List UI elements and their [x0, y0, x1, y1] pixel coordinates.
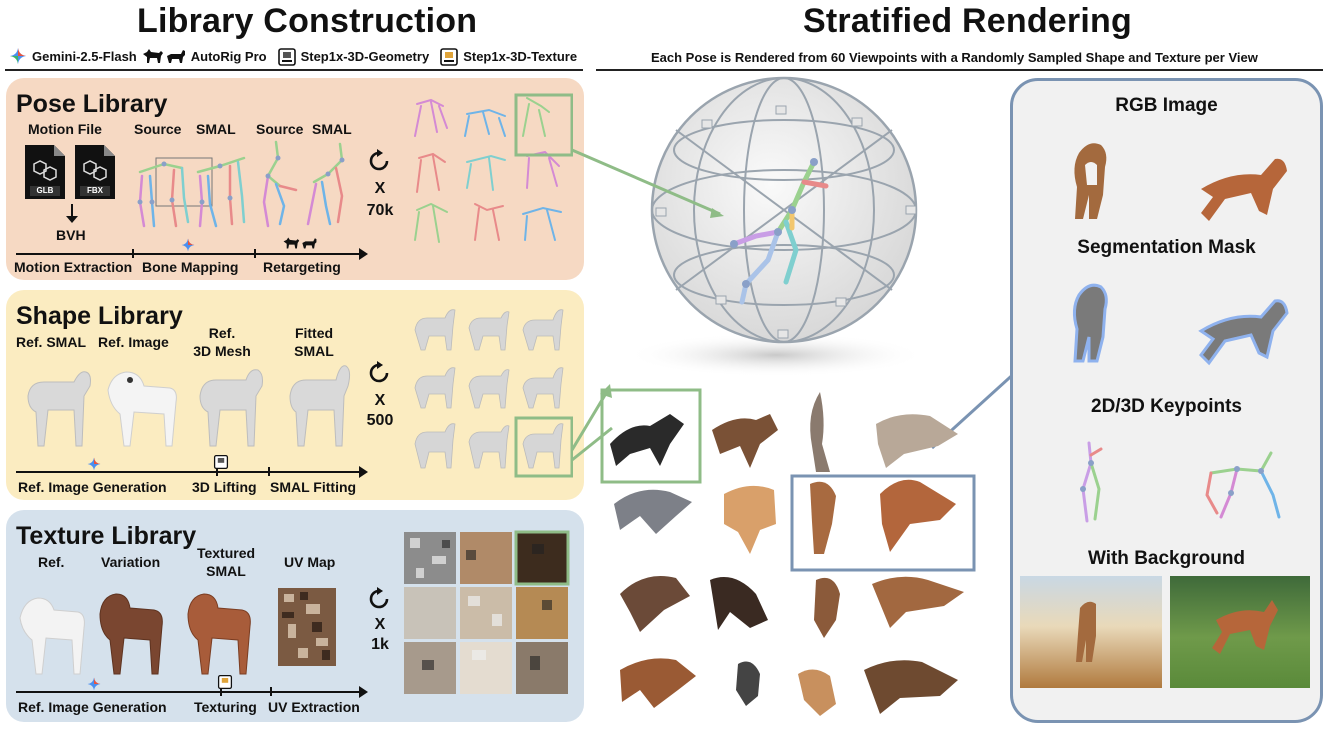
smal-label-2: SMAL [312, 121, 352, 137]
uv-map-label: UV Map [284, 554, 336, 570]
textured-smal-label: Textured SMAL [196, 545, 256, 579]
texture-count: 1k [371, 636, 389, 653]
repeat-icon [366, 360, 392, 386]
shape-count-x: X [374, 392, 386, 409]
step-motion-extraction: Motion Extraction [14, 259, 133, 275]
render-output-panel: RGB Image Segmentation Mask 2D/3D Keypoi… [1010, 78, 1323, 723]
rgb-image-title: RGB Image [1115, 95, 1218, 116]
step-ref-image-generation: Ref. Image Generation [18, 479, 167, 495]
shape-thumbnail-grid [409, 304, 573, 480]
legend-autorig: AutoRig Pro [190, 48, 267, 64]
texture-dogs-row [16, 584, 356, 676]
glb-file-icon: GLB [22, 142, 68, 202]
uv-highlight-box [514, 530, 570, 586]
source-label-2: Source [256, 121, 304, 137]
sample-highlight-green [600, 388, 702, 484]
ref-label: Ref. [38, 554, 65, 570]
pose-timeline [16, 248, 368, 260]
step-3d-lifting: 3D Lifting [192, 479, 257, 495]
texture-timeline [16, 686, 368, 698]
legend-step-geometry: Step1x-3D-Geometry [300, 48, 430, 64]
step-bone-mapping: Bone Mapping [142, 259, 239, 275]
right-rule [596, 69, 1323, 71]
retarget-skeletons [256, 138, 360, 230]
pose-count-x: X [374, 180, 386, 197]
fitted-smal-label: Fitted SMAL [294, 325, 334, 359]
step-ref-image-generation: Ref. Image Generation [18, 699, 167, 715]
motion-file-label: Motion File [28, 121, 102, 137]
uv-thumbnail-grid [402, 530, 572, 696]
pose-count: 70k [366, 202, 394, 219]
dog-cat-icon [141, 48, 187, 64]
texture-library-panel: Texture Library Ref. Variation Textured … [6, 510, 584, 722]
shape-library-title: Shape Library [16, 302, 183, 330]
texture-library-title: Texture Library [16, 522, 197, 550]
rgb-dogs [1061, 135, 1301, 235]
ref-mesh-label: Ref. 3D Mesh [193, 325, 251, 359]
legend-step-texture: Step1x-3D-Texture [463, 48, 578, 64]
viewpoint-sphere [596, 70, 996, 380]
down-arrow [65, 204, 79, 224]
pose-library-panel: Pose Library Motion File Source SMAL Sou… [6, 78, 584, 280]
source-label-1: Source [134, 121, 182, 137]
keypoints-title: 2D/3D Keypoints [1091, 396, 1242, 417]
step-geometry-icon [213, 454, 229, 470]
legend: Gemini-2.5-Flash AutoRig Pro Step1x-3D-G… [8, 48, 578, 66]
keypoint-skeletons [1061, 433, 1301, 533]
pose-highlight-box [514, 93, 573, 157]
ref-smal-label: Ref. SMAL [16, 334, 86, 350]
bone-mapping-skeletons [130, 142, 254, 232]
fbx-file-icon: FBX [72, 142, 118, 202]
shape-library-panel: Shape Library Ref. SMAL Ref. Image Ref. … [6, 290, 584, 500]
rendered-samples-grid [600, 384, 980, 724]
pose-thumbnail-grid [409, 92, 573, 252]
step-uv-extraction: UV Extraction [268, 699, 360, 715]
repeat-icon [366, 586, 392, 612]
repeat-icon [366, 148, 392, 174]
ref-image-label: Ref. Image [98, 334, 169, 350]
gemini-icon [180, 238, 196, 252]
glb-text: GLB [36, 186, 54, 195]
gemini-icon [86, 457, 102, 471]
step-texture-icon [439, 48, 459, 66]
step-retargeting: Retargeting [263, 259, 341, 275]
shape-dogs-row [20, 360, 360, 450]
legend-gemini: Gemini-2.5-Flash [32, 48, 137, 64]
shape-count: 500 [366, 412, 394, 429]
texture-count-x: X [374, 616, 386, 633]
background-renders [1020, 576, 1312, 690]
step-texturing: Texturing [194, 699, 257, 715]
step-smal-fitting: SMAL Fitting [270, 479, 357, 495]
shape-highlight-box [514, 416, 573, 478]
bvh-label: BVH [56, 227, 86, 243]
segmentation-title: Segmentation Mask [1077, 237, 1256, 258]
render-subtitle: Each Pose is Rendered from 60 Viewpoints… [651, 50, 1258, 65]
variation-label: Variation [101, 554, 161, 570]
gemini-icon [86, 677, 102, 691]
dog-cat-icon [282, 236, 318, 250]
gemini-icon [8, 48, 28, 64]
background-title: With Background [1087, 548, 1246, 569]
left-rule [5, 69, 583, 71]
shape-timeline [16, 466, 368, 478]
pose-library-title: Pose Library [16, 90, 168, 118]
right-title: Stratified Rendering [803, 2, 1132, 40]
step-geometry-icon [277, 48, 297, 66]
left-title: Library Construction [137, 2, 478, 40]
smal-label-1: SMAL [196, 121, 236, 137]
step-texture-icon [217, 674, 233, 690]
sample-highlight-blue [790, 474, 976, 572]
segmentation-masks [1061, 277, 1301, 377]
fbx-text: FBX [87, 186, 103, 195]
